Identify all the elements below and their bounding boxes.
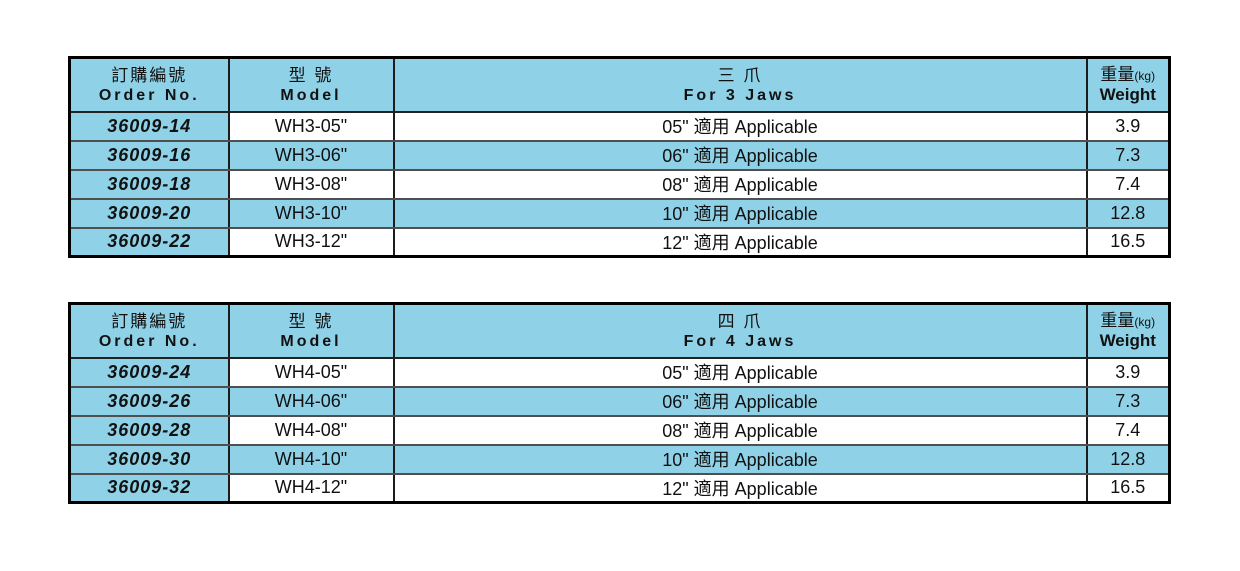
- header-row: 訂購編號 Order No. 型 號 Model 三 爪 For 3 Jaws …: [68, 56, 1171, 113]
- header-weight-en: Weight: [1099, 331, 1156, 351]
- table-3-jaws: 訂購編號 Order No. 型 號 Model 三 爪 For 3 Jaws …: [68, 56, 1171, 258]
- header-model-en: Model: [280, 86, 342, 104]
- header-4-jaws-en: For 4 Jaws: [683, 332, 797, 350]
- order-no-cell: 36009-22: [68, 226, 230, 258]
- header-order-no-zh: 訂購編號: [111, 65, 188, 85]
- weight-cell: 16.5: [1085, 226, 1171, 258]
- applicable-cell: 05" 適用 Applicable: [392, 110, 1088, 142]
- weight-cell: 16.5: [1085, 472, 1171, 504]
- applicable-cell: 10" 適用 Applicable: [392, 443, 1088, 475]
- header-model-zh: 型 號: [288, 65, 334, 85]
- header-model-en: Model: [280, 332, 342, 350]
- applicable-cell: 05" 適用 Applicable: [392, 356, 1088, 388]
- header-model: 型 號 Model: [227, 302, 395, 359]
- order-no-cell: 36009-14: [68, 110, 230, 142]
- model-cell: WH4-06": [227, 385, 395, 417]
- header-4-jaws: 四 爪 For 4 Jaws: [392, 302, 1088, 359]
- header-order-no: 訂購編號 Order No.: [68, 302, 230, 359]
- table-row: 36009-28 WH4-08" 08" 適用 Applicable 7.4: [68, 414, 1171, 446]
- model-cell: WH4-12": [227, 472, 395, 504]
- applicable-cell: 06" 適用 Applicable: [392, 139, 1088, 171]
- weight-cell: 3.9: [1085, 356, 1171, 388]
- weight-cell: 3.9: [1085, 110, 1171, 142]
- model-cell: WH3-06": [227, 139, 395, 171]
- order-no-cell: 36009-28: [68, 414, 230, 446]
- order-no-cell: 36009-30: [68, 443, 230, 475]
- header-weight: 重量(kg) Weight: [1085, 302, 1171, 359]
- header-4-jaws-zh: 四 爪: [717, 311, 763, 331]
- header-3-jaws: 三 爪 For 3 Jaws: [392, 56, 1088, 113]
- weight-zh-text: 重量: [1100, 310, 1135, 330]
- header-order-no-en: Order No.: [98, 332, 200, 350]
- order-no-cell: 36009-24: [68, 356, 230, 388]
- weight-unit-text: (kg): [1134, 68, 1156, 83]
- table-row: 36009-32 WH4-12" 12" 適用 Applicable 16.5: [68, 472, 1171, 504]
- header-model-zh: 型 號: [288, 311, 334, 331]
- header-row: 訂購編號 Order No. 型 號 Model 四 爪 For 4 Jaws …: [68, 302, 1171, 359]
- header-weight-zh: 重量(kg): [1089, 310, 1168, 331]
- order-no-cell: 36009-20: [68, 197, 230, 229]
- applicable-cell: 08" 適用 Applicable: [392, 168, 1088, 200]
- model-cell: WH4-05": [227, 356, 395, 388]
- header-3-jaws-en: For 3 Jaws: [683, 86, 797, 104]
- weight-cell: 7.3: [1085, 139, 1171, 171]
- model-cell: WH3-10": [227, 197, 395, 229]
- weight-cell: 12.8: [1085, 443, 1171, 475]
- order-no-cell: 36009-32: [68, 472, 230, 504]
- table-row: 36009-30 WH4-10" 10" 適用 Applicable 12.8: [68, 443, 1171, 475]
- applicable-cell: 06" 適用 Applicable: [392, 385, 1088, 417]
- header-order-no-en: Order No.: [98, 86, 200, 104]
- model-cell: WH3-05": [227, 110, 395, 142]
- table-row: 36009-26 WH4-06" 06" 適用 Applicable 7.3: [68, 385, 1171, 417]
- header-model: 型 號 Model: [227, 56, 395, 113]
- applicable-cell: 08" 適用 Applicable: [392, 414, 1088, 446]
- applicable-cell: 12" 適用 Applicable: [392, 472, 1088, 504]
- table-row: 36009-16 WH3-06" 06" 適用 Applicable 7.3: [68, 139, 1171, 171]
- model-cell: WH4-10": [227, 443, 395, 475]
- header-3-jaws-zh: 三 爪: [717, 65, 763, 85]
- header-order-no: 訂購編號 Order No.: [68, 56, 230, 113]
- applicable-cell: 10" 適用 Applicable: [392, 197, 1088, 229]
- weight-cell: 7.3: [1085, 385, 1171, 417]
- weight-cell: 7.4: [1085, 168, 1171, 200]
- applicable-cell: 12" 適用 Applicable: [392, 226, 1088, 258]
- order-no-cell: 36009-26: [68, 385, 230, 417]
- weight-cell: 7.4: [1085, 414, 1171, 446]
- model-cell: WH3-12": [227, 226, 395, 258]
- order-no-cell: 36009-18: [68, 168, 230, 200]
- order-no-cell: 36009-16: [68, 139, 230, 171]
- table-row: 36009-24 WH4-05" 05" 適用 Applicable 3.9: [68, 356, 1171, 388]
- model-cell: WH3-08": [227, 168, 395, 200]
- table-row: 36009-18 WH3-08" 08" 適用 Applicable 7.4: [68, 168, 1171, 200]
- model-cell: WH4-08": [227, 414, 395, 446]
- header-weight-zh: 重量(kg): [1089, 64, 1168, 85]
- header-weight-en: Weight: [1099, 85, 1156, 105]
- table-row: 36009-14 WH3-05" 05" 適用 Applicable 3.9: [68, 110, 1171, 142]
- weight-cell: 12.8: [1085, 197, 1171, 229]
- header-order-no-zh: 訂購編號: [111, 311, 188, 331]
- weight-unit-text: (kg): [1134, 314, 1156, 329]
- table-row: 36009-20 WH3-10" 10" 適用 Applicable 12.8: [68, 197, 1171, 229]
- table-4-jaws: 訂購編號 Order No. 型 號 Model 四 爪 For 4 Jaws …: [68, 302, 1171, 504]
- header-weight: 重量(kg) Weight: [1085, 56, 1171, 113]
- table-row: 36009-22 WH3-12" 12" 適用 Applicable 16.5: [68, 226, 1171, 258]
- weight-zh-text: 重量: [1100, 64, 1135, 84]
